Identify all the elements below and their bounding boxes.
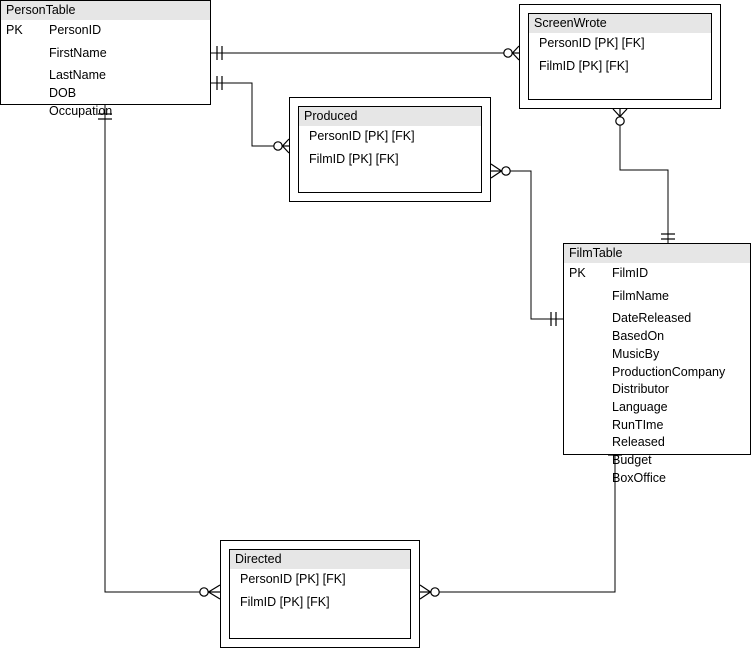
- attribute-key: [564, 417, 612, 435]
- attribute-name: PersonID: [49, 23, 102, 37]
- attribute-key: [564, 470, 612, 488]
- entity-film-table-inner: FilmTable PK FilmID FilmName DateRelease…: [564, 244, 750, 485]
- table-row: Released: [564, 434, 750, 452]
- table-row: ProductionCompany: [564, 364, 750, 382]
- attribute-key: [1, 85, 49, 103]
- entity-directed[interactable]: Directed PersonID [PK] [FK] FilmID [PK] …: [220, 540, 420, 648]
- entity-person-table-attributes: PK PersonID FirstName LastName DOB: [1, 20, 210, 121]
- attribute-key: [564, 328, 612, 346]
- attribute-name: FilmID [PK] [FK]: [309, 151, 399, 166]
- attribute-name: Released: [612, 435, 665, 450]
- table-row: RunTIme: [564, 417, 750, 435]
- attribute-name: Budget: [612, 453, 652, 468]
- attribute-name: RunTIme: [612, 417, 664, 432]
- entity-produced-title: Produced: [299, 107, 481, 126]
- connector-person-produced: [211, 76, 290, 154]
- table-row: PK PersonID: [1, 22, 210, 40]
- attribute-key: [1, 45, 49, 63]
- table-row: Budget: [564, 452, 750, 470]
- attribute-name: DOB: [49, 86, 77, 101]
- table-row: BoxOffice: [564, 470, 750, 488]
- attribute-name: DateReleased: [612, 311, 692, 326]
- attribute-name: Language: [612, 399, 668, 414]
- table-row: PersonID [PK] [FK]: [299, 128, 481, 146]
- entity-person-table-title: PersonTable: [1, 1, 210, 20]
- table-row: PersonID [PK] [FK]: [230, 571, 410, 589]
- table-row: PersonID [PK] [FK]: [529, 35, 711, 53]
- attribute-key: [564, 381, 612, 399]
- attribute-key: [564, 434, 612, 452]
- attribute-key: [1, 103, 49, 121]
- attribute-key: PK: [569, 266, 586, 280]
- entity-directed-attributes: PersonID [PK] [FK] FilmID [PK] [FK]: [230, 569, 410, 611]
- table-row: FilmID [PK] [FK]: [230, 594, 410, 612]
- entity-screen-wrote-title: ScreenWrote: [529, 14, 711, 33]
- attribute-name: FilmID [PK] [FK]: [539, 58, 629, 73]
- attribute-name: PersonID [PK] [FK]: [309, 129, 415, 143]
- attribute-key: [564, 288, 612, 306]
- entity-film-table[interactable]: FilmTable PK FilmID FilmName DateRelease…: [563, 243, 751, 485]
- entity-screen-wrote[interactable]: ScreenWrote PersonID [PK] [FK] FilmID [P…: [519, 4, 721, 109]
- table-row: MusicBy: [564, 346, 750, 364]
- attribute-name: FilmName: [612, 288, 669, 303]
- attribute-key: [564, 399, 612, 417]
- attribute-key: [564, 364, 612, 382]
- connector-person-screenwrote: [211, 45, 520, 61]
- entity-film-table-title: FilmTable: [564, 244, 750, 263]
- attribute-key: [1, 67, 49, 85]
- connector-produced-film: [490, 163, 563, 326]
- table-row: FilmName: [564, 288, 750, 306]
- attribute-name: FirstName: [49, 45, 107, 60]
- attribute-name: Distributor: [612, 382, 669, 397]
- entity-screen-wrote-inner: ScreenWrote PersonID [PK] [FK] FilmID [P…: [528, 13, 712, 100]
- attribute-name: BoxOffice: [612, 470, 666, 485]
- table-row: PK FilmID: [564, 265, 750, 283]
- entity-directed-inner: Directed PersonID [PK] [FK] FilmID [PK] …: [229, 549, 411, 639]
- entity-produced-attributes: PersonID [PK] [FK] FilmID [PK] [FK]: [299, 126, 481, 168]
- attribute-name: FilmID [PK] [FK]: [240, 594, 330, 609]
- attribute-name: BasedOn: [612, 329, 665, 344]
- table-row: FirstName: [1, 45, 210, 63]
- table-row: FilmID [PK] [FK]: [299, 151, 481, 169]
- attribute-name: LastName: [49, 68, 106, 83]
- table-row: LastName: [1, 67, 210, 85]
- connector-screenwrote-film: [612, 108, 675, 243]
- attribute-key: PK: [6, 23, 23, 37]
- attribute-name: Occupation: [49, 103, 113, 118]
- table-row: Language: [564, 399, 750, 417]
- table-row: BasedOn: [564, 328, 750, 346]
- entity-person-table[interactable]: PersonTable PK PersonID FirstName LastNa…: [0, 0, 211, 118]
- table-row: Distributor: [564, 381, 750, 399]
- table-row: Occupation: [1, 103, 210, 121]
- attribute-key: [564, 452, 612, 470]
- connector-person-directed: [98, 105, 221, 600]
- entity-directed-title: Directed: [230, 550, 410, 569]
- table-row: DateReleased: [564, 310, 750, 328]
- attribute-key: [564, 310, 612, 328]
- attribute-name: FilmID: [612, 266, 649, 280]
- attribute-name: MusicBy: [612, 346, 660, 361]
- entity-produced-inner: Produced PersonID [PK] [FK] FilmID [PK] …: [298, 106, 482, 193]
- entity-person-table-inner: PersonTable PK PersonID FirstName LastNa…: [1, 1, 210, 118]
- table-row: FilmID [PK] [FK]: [529, 58, 711, 76]
- attribute-name: PersonID [PK] [FK]: [240, 572, 346, 586]
- table-row: DOB: [1, 85, 210, 103]
- entity-produced[interactable]: Produced PersonID [PK] [FK] FilmID [PK] …: [289, 97, 491, 202]
- entity-film-table-attributes: PK FilmID FilmName DateReleased BasedOn: [564, 263, 750, 487]
- attribute-key: [564, 346, 612, 364]
- entity-screen-wrote-attributes: PersonID [PK] [FK] FilmID [PK] [FK]: [529, 33, 711, 75]
- attribute-name: PersonID [PK] [FK]: [539, 36, 645, 50]
- attribute-name: ProductionCompany: [612, 364, 726, 379]
